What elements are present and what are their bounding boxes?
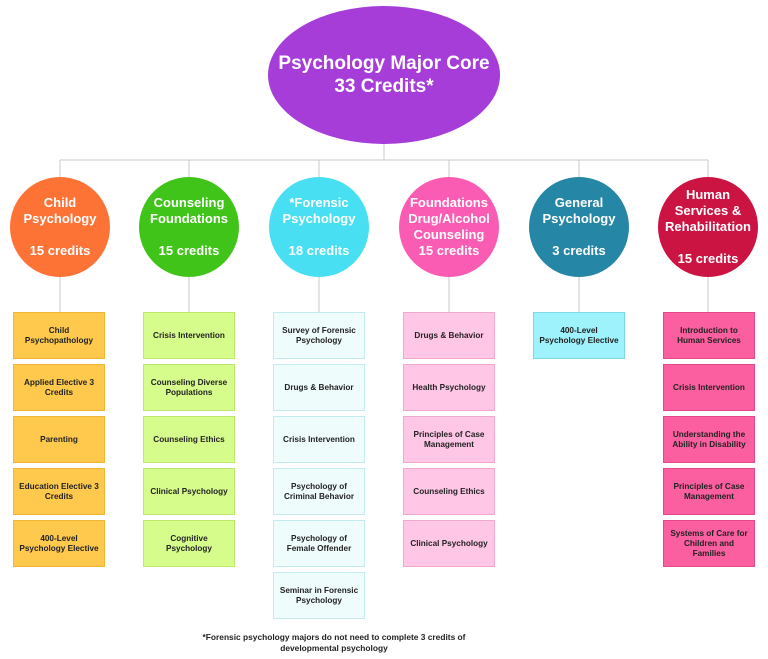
category-counseling-foundations: Counseling Foundations 15 credits (139, 177, 239, 277)
course-box: Cognitive Psychology (143, 520, 235, 567)
course-box: Crisis Intervention (273, 416, 365, 463)
course-column-drug-alcohol-counseling: Drugs & Behavior Health Psychology Princ… (403, 312, 495, 572)
category-credits: 15 credits (29, 243, 91, 258)
course-box: Clinical Psychology (403, 520, 495, 567)
course-box: Survey of Forensic Psychology (273, 312, 365, 359)
category-drug-alcohol-counseling: Foundations Drug/Alcohol Counseling 15 c… (399, 177, 499, 277)
footnote: *Forensic psychology majors do not need … (202, 632, 466, 653)
category-name: General Psychology (542, 195, 616, 226)
course-box: Education Elective 3 Credits (13, 468, 105, 515)
course-box: Psychology of Female Offender (273, 520, 365, 567)
category-credits: 15 credits (677, 251, 739, 266)
course-box: Psychology of Criminal Behavior (273, 468, 365, 515)
course-box: 400-Level Psychology Elective (533, 312, 625, 359)
course-box: Principles of Case Management (663, 468, 755, 515)
category-forensic-psychology: *Forensic Psychology 18 credits (269, 177, 369, 277)
category-child-psychology: Child Psychology 15 credits (10, 177, 110, 277)
category-credits: 18 credits (288, 243, 350, 258)
category-name: Child Psychology (23, 195, 97, 226)
course-box: Principles of Case Management (403, 416, 495, 463)
course-column-counseling-foundations: Crisis Intervention Counseling Diverse P… (143, 312, 235, 572)
root-title: Psychology Major Core (278, 53, 490, 74)
category-credits: 15 credits (418, 243, 480, 258)
course-box: Drugs & Behavior (403, 312, 495, 359)
root-node: Psychology Major Core 33 Credits* (268, 6, 500, 144)
root-credits: 33 Credits* (334, 76, 434, 97)
course-box: Clinical Psychology (143, 468, 235, 515)
course-box: Understanding the Ability in Disability (663, 416, 755, 463)
course-column-general-psychology: 400-Level Psychology Elective (533, 312, 625, 364)
course-box: Crisis Intervention (143, 312, 235, 359)
course-box: Seminar in Forensic Psychology (273, 572, 365, 619)
course-box: Counseling Diverse Populations (143, 364, 235, 411)
course-column-child-psychology: Child Psychopathology Applied Elective 3… (13, 312, 105, 572)
category-human-services: Human Services & Rehabilitation 15 credi… (658, 177, 758, 277)
category-name: *Forensic Psychology (282, 195, 356, 226)
course-column-forensic-psychology: Survey of Forensic Psychology Drugs & Be… (273, 312, 365, 624)
category-name: Foundations Drug/Alcohol Counseling (408, 195, 490, 242)
course-box: Systems of Care for Children and Familie… (663, 520, 755, 567)
category-credits: 3 credits (552, 243, 606, 258)
course-box: Introduction to Human Services (663, 312, 755, 359)
course-box: Child Psychopathology (13, 312, 105, 359)
course-column-human-services: Introduction to Human Services Crisis In… (663, 312, 755, 572)
category-name: Human Services & Rehabilitation (665, 187, 751, 234)
category-name: Counseling Foundations (150, 195, 228, 226)
course-box: Counseling Ethics (143, 416, 235, 463)
course-box: Counseling Ethics (403, 468, 495, 515)
course-box: Parenting (13, 416, 105, 463)
course-box: Crisis Intervention (663, 364, 755, 411)
category-general-psychology: General Psychology 3 credits (529, 177, 629, 277)
category-credits: 15 credits (158, 243, 220, 258)
course-box: Drugs & Behavior (273, 364, 365, 411)
course-box: 400-Level Psychology Elective (13, 520, 105, 567)
course-box: Applied Elective 3 Credits (13, 364, 105, 411)
course-box: Health Psychology (403, 364, 495, 411)
